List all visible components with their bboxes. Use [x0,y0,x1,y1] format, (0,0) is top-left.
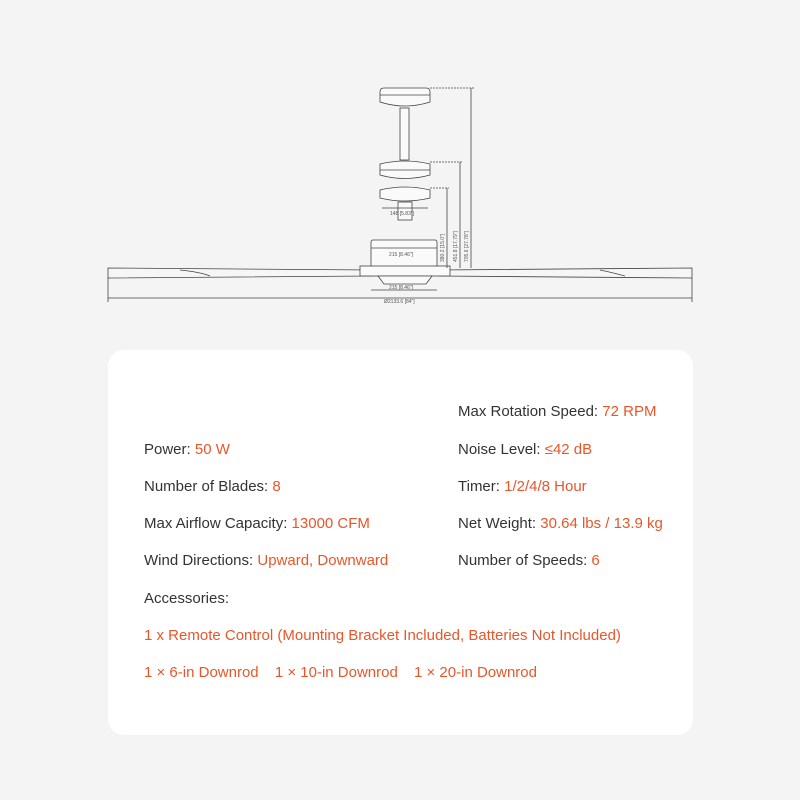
spec-label: Max Rotation Speed: [458,403,603,420]
spec-label: Power: [144,441,195,458]
spec-value: 50 W [194,441,230,458]
spec-label: Number of Speeds: [458,552,592,569]
dim-motor-width-bottom: 215 [8.46"] [389,285,414,291]
accessory-downrods: 1 × 6-in Downrod 1 × 10-in Downrod 1 × 2… [144,664,537,681]
spec-card [108,350,693,735]
spec-value: 6 [591,552,600,569]
dim-height-3: 705.6 [27.78"] [464,230,470,262]
spec-value: 30.64 lbs / 13.9 kg [540,515,663,532]
dim-canopy-width: 148 [5.83"] [390,211,415,217]
spec-value: 13000 CFM [291,515,370,532]
spec-power: Power: 50 W [144,441,230,458]
fan-dimension-diagram: 148 [5.83"] 215 [8.46"] 215 [8.46"] Ø213… [107,87,693,305]
spec-label: Wind Directions: [144,552,258,569]
spec-rotation-speed: Max Rotation Speed: 72 RPM [458,403,656,420]
spec-label: Number of Blades: [144,478,273,495]
dim-height-1: 380.2 [15.0"] [440,233,446,262]
dim-span: Ø2133.6 [84"] [384,299,415,305]
spec-label: Timer: [458,478,505,495]
spec-value: 8 [272,478,281,495]
blade-left [107,267,373,279]
accessory-downrod-6in: 1 × 6-in Downrod [144,664,259,681]
spec-label: Net Weight: [458,515,541,532]
dim-motor-width-top: 215 [8.46"] [389,252,414,258]
spec-timer: Timer: 1/2/4/8 Hour [458,478,587,495]
accessory-remote-control: 1 x Remote Control (Mounting Bracket Inc… [144,627,621,644]
spec-noise-level: Noise Level: ≤42 dB [458,441,592,458]
downrod [399,107,410,161]
canopy [379,87,431,107]
accessory-downrod-20in: 1 × 20-in Downrod [414,664,537,681]
spec-value: Upward, Downward [257,552,389,569]
light-cap [377,275,433,285]
spec-value: 1/2/4/8 Hour [504,478,587,495]
blade-right [437,267,693,279]
spec-airflow: Max Airflow Capacity: 13000 CFM [144,515,370,532]
spec-net-weight: Net Weight: 30.64 lbs / 13.9 kg [458,515,663,532]
spec-wind-directions: Wind Directions: Upward, Downward [144,552,388,569]
spec-value: ≤42 dB [544,441,593,458]
accessory-downrod-10in: 1 × 10-in Downrod [274,664,398,681]
spec-blades: Number of Blades: 8 [144,478,281,495]
spec-label: Noise Level: [458,441,545,458]
spec-label: Max Airflow Capacity: [144,515,292,532]
dim-height-2: 451.8 [17.79"] [453,230,459,262]
spec-number-of-speeds: Number of Speeds: 6 [458,552,600,569]
accessories-heading: Accessories: [144,590,230,607]
spec-value: 72 RPM [602,403,657,420]
